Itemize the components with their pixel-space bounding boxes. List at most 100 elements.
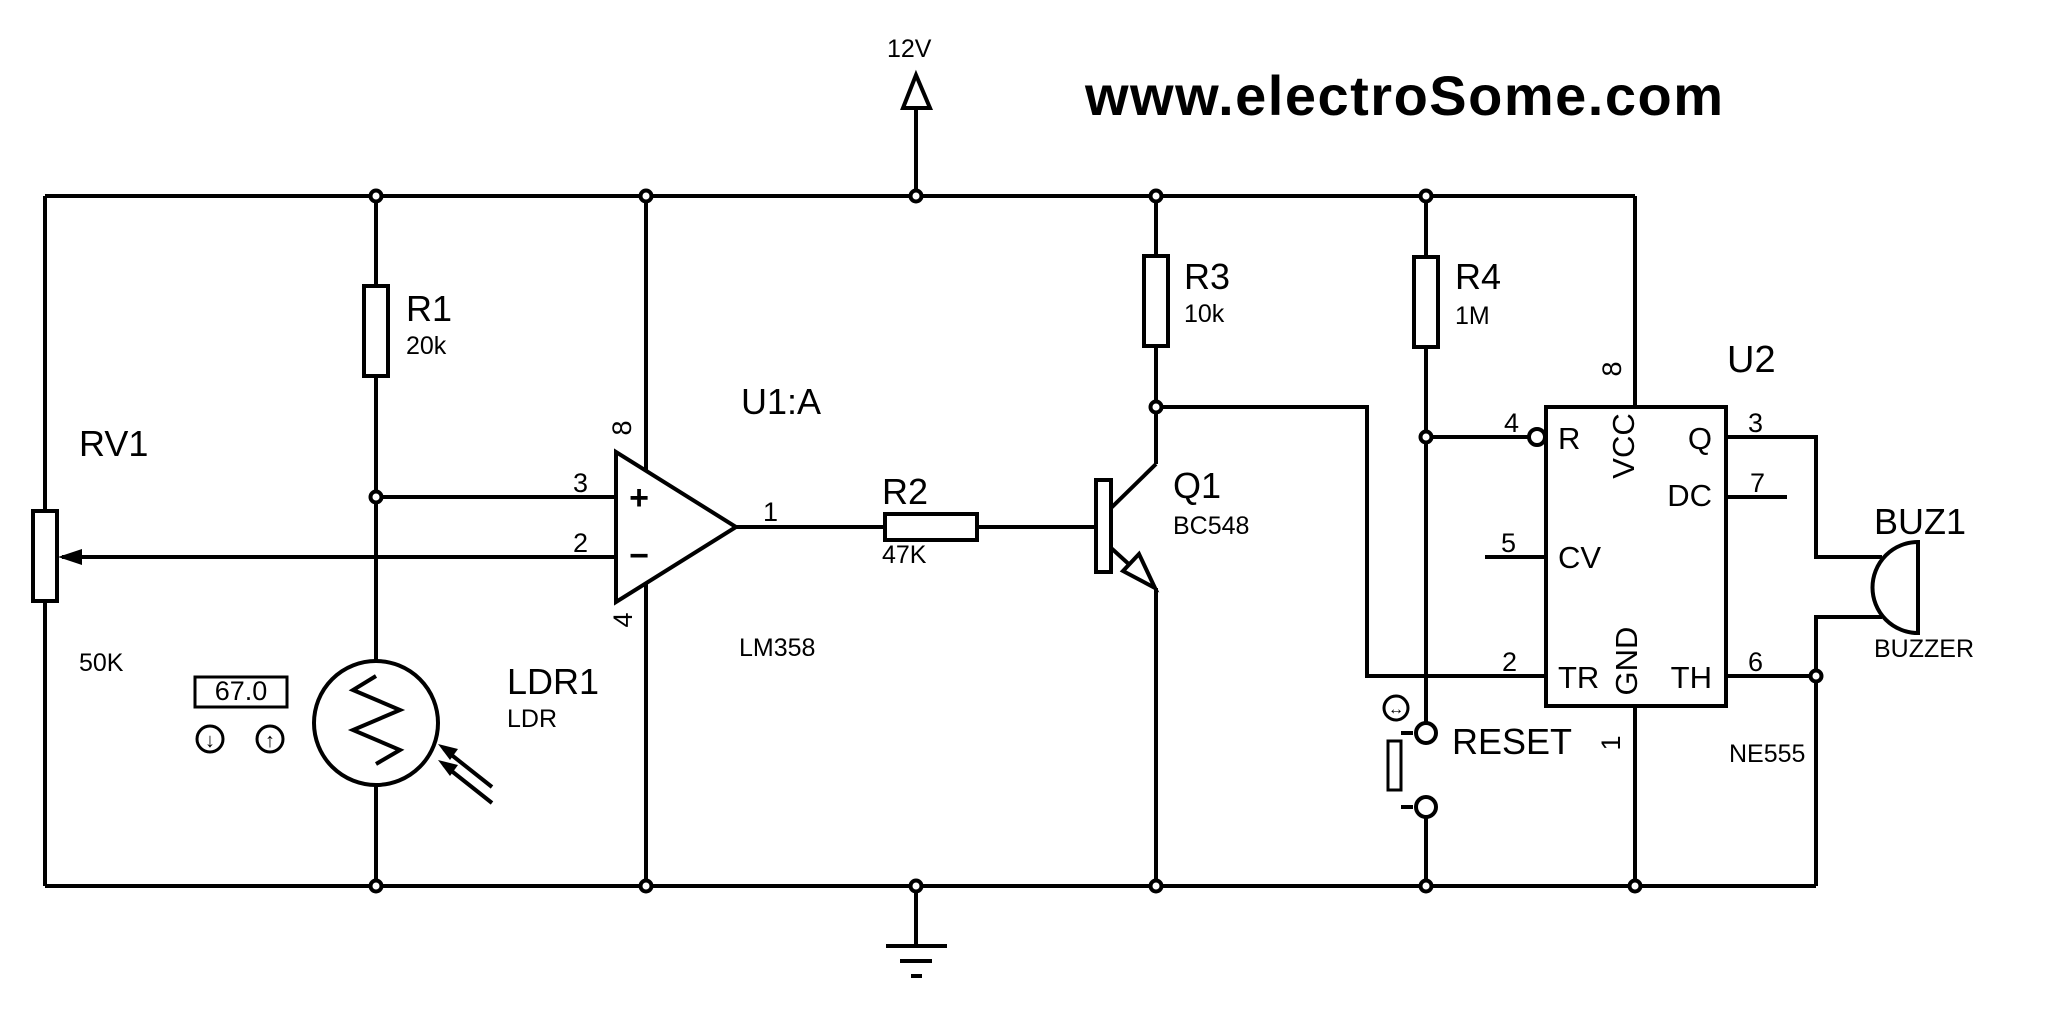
u2-pin8-number: 8: [1597, 361, 1627, 376]
potentiometer-rv1: RV1 50K: [31, 423, 148, 677]
power-arrow-icon: [900, 69, 934, 110]
resistor-r3: R3 10k: [1142, 254, 1230, 348]
q1-collector-diagonal: [1108, 462, 1158, 511]
opamp-u1a: + − U1:A LM358 3 2 1 8 4: [573, 381, 821, 662]
buzzer-return-wire: [1814, 615, 1882, 886]
ldr1-value-label: LDR: [507, 705, 557, 733]
buzzer-icon: [1870, 539, 1920, 636]
buzzer-buz1: BUZ1 BUZZER: [1870, 501, 1974, 663]
r2-ref-label: R2: [882, 471, 928, 512]
buz1-value-label: BUZZER: [1874, 635, 1974, 663]
r1-value-label: 20k: [406, 332, 447, 360]
u2-pin7-number: 7: [1750, 468, 1765, 498]
junction-dot: [908, 878, 924, 894]
reset-label: RESET: [1452, 721, 1572, 762]
reset-plunger[interactable]: [1386, 739, 1403, 792]
u2-pin5-number: 5: [1501, 528, 1516, 558]
opamp-plus-sign: +: [629, 479, 649, 517]
junction-dots: [368, 188, 1824, 894]
u2-pin2-number: 2: [1502, 647, 1517, 677]
power-terminal: 12V: [887, 35, 934, 110]
q1-value-label: BC548: [1173, 512, 1249, 540]
ldr1-zigzag: [347, 674, 406, 766]
r2-value-label: 47K: [882, 541, 927, 569]
resistor-r1: R1 20k: [362, 284, 452, 378]
resistor-r4: R4 1M: [1412, 255, 1501, 349]
u2-output-to-buzzer-wire: [1726, 435, 1882, 559]
q1-ref-label: Q1: [1173, 465, 1221, 506]
r4-ref-label: R4: [1455, 256, 1501, 297]
r3-value-label: 10k: [1184, 300, 1225, 328]
r4-body: [1412, 255, 1440, 349]
u2-pin-gnd-name: GND: [1609, 627, 1644, 696]
junction-dot: [368, 878, 384, 894]
site-watermark: www.electroSome.com: [1084, 64, 1725, 127]
u1a-value-label: LM358: [739, 634, 815, 662]
u2-pin3-number: 3: [1748, 408, 1763, 438]
u2-pin1-number: 1: [1596, 735, 1626, 750]
junction-dot: [368, 188, 384, 204]
buz1-ref-label: BUZ1: [1874, 501, 1966, 542]
rv1-value-label: 50K: [79, 649, 124, 677]
u2-reset-inversion-bubble: [1527, 427, 1547, 447]
u2-pin-r-name: R: [1558, 421, 1580, 456]
circuit-wires: [43, 108, 1882, 946]
junction-dot: [1148, 188, 1164, 204]
junction-dot: [1418, 878, 1434, 894]
junction-dot: [1148, 399, 1164, 415]
u2-pin-q-name: Q: [1688, 421, 1712, 456]
u1a-pin4-number: 4: [608, 612, 638, 627]
u2-pin-dc-name: DC: [1667, 478, 1712, 513]
u1a-ref-label: U1:A: [741, 381, 821, 422]
ldr1-sensor: LDR1 LDR 67.0 ↓ ↑: [193, 659, 599, 805]
reset-motion-icon: [1382, 694, 1410, 722]
junction-dot: [1418, 188, 1434, 204]
r2-body: [883, 512, 979, 542]
u2-pin4-number: 4: [1504, 408, 1519, 438]
collector-to-trigger-wire: [1156, 405, 1546, 678]
reset-plunger-ticks: [1401, 731, 1413, 809]
q1-emitter-arrow-icon: [1119, 550, 1160, 593]
r1-body: [362, 284, 390, 378]
r1-ref-label: R1: [406, 288, 452, 329]
reset-top-terminal[interactable]: [1414, 721, 1438, 745]
junction-dot: [1808, 668, 1824, 684]
lux-display: [193, 675, 289, 709]
rv1-body[interactable]: [31, 509, 59, 603]
u1a-pin2-number: 2: [573, 528, 588, 558]
u1a-pin8-number: 8: [607, 420, 637, 435]
u2-pin-vcc-name: VCC: [1606, 413, 1641, 478]
u2-pin-cv-name: CV: [1558, 540, 1601, 575]
ldr1-decrease-button[interactable]: [195, 724, 225, 754]
reset-bottom-terminal[interactable]: [1414, 795, 1438, 819]
q1-base-bar: [1094, 478, 1113, 574]
u2-ref-label: U2: [1727, 339, 1776, 381]
r4-value-label: 1M: [1455, 302, 1490, 330]
junction-dot: [1148, 878, 1164, 894]
junction-dot: [908, 188, 924, 204]
ground-icon: [886, 944, 947, 978]
junction-dot: [638, 188, 654, 204]
r3-ref-label: R3: [1184, 256, 1230, 297]
u1a-pin3-number: 3: [573, 468, 588, 498]
timer-u2: U2 NE555 R CV TR Q DC TH VCC GND 4 5 2 3…: [1501, 339, 1805, 768]
supply-voltage-label: 12V: [887, 35, 932, 63]
ldr1-envelope: [312, 659, 440, 787]
reset-button[interactable]: ↔ RESET: [1382, 694, 1572, 819]
lux-reading: 67.0: [215, 676, 268, 706]
junction-dot: [1627, 878, 1643, 894]
u2-pin6-number: 6: [1748, 647, 1763, 677]
junction-dot: [638, 878, 654, 894]
opamp-minus-sign: −: [629, 537, 649, 575]
u2-pin-th-name: TH: [1671, 660, 1712, 695]
u2-body: [1544, 405, 1728, 708]
ldr1-increase-button[interactable]: [255, 724, 285, 754]
ground-terminal: [886, 944, 947, 978]
rv1-wiper-arrow-icon: [58, 549, 82, 565]
down-arrow-icon[interactable]: ↓: [205, 730, 215, 752]
r3-body: [1142, 254, 1170, 348]
up-arrow-icon[interactable]: ↑: [265, 730, 275, 752]
transistor-q1: Q1 BC548: [1094, 465, 1249, 593]
